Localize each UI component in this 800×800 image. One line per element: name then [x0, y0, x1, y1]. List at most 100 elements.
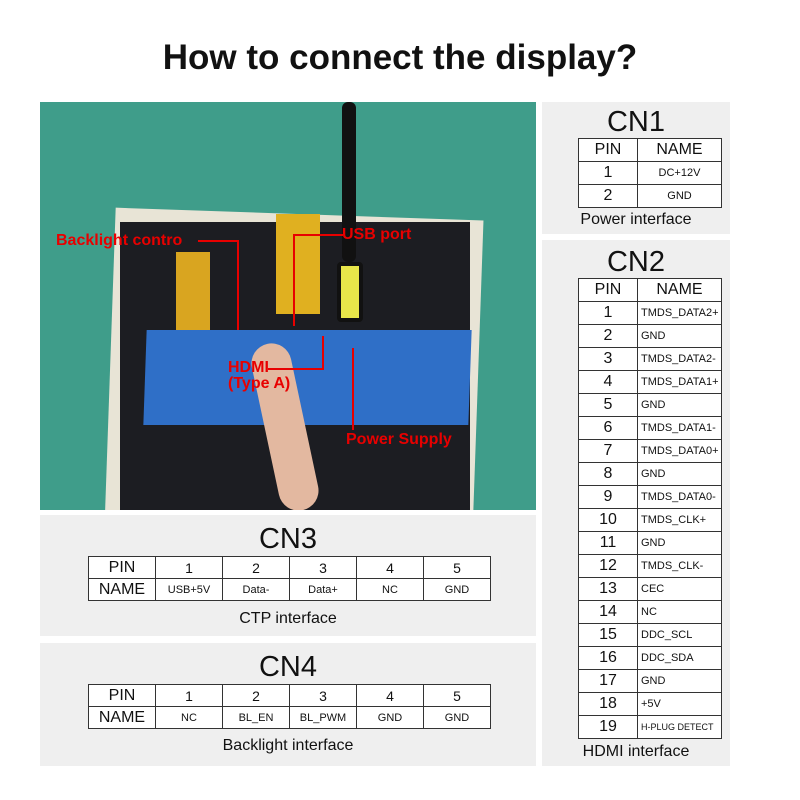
hdmi-plug — [337, 262, 363, 322]
row-header: NAME — [88, 706, 156, 729]
cn2-title: CN2 — [606, 246, 665, 278]
row-header: PIN — [88, 684, 156, 707]
pin: 1 — [578, 301, 638, 325]
pin: 12 — [578, 554, 638, 578]
pin: 4 — [578, 370, 638, 394]
cn1-caption: Power interface — [580, 211, 692, 228]
pin-name: GND — [356, 706, 424, 729]
row-header: PIN — [88, 556, 156, 579]
pin: 2 — [222, 684, 290, 707]
display-connection-photo: Backlight contro USB port HDMI(Type A) P… — [40, 102, 536, 510]
pin: 1 — [578, 161, 638, 185]
cn3-caption: CTP interface — [239, 610, 337, 627]
pin-name: DC+12V — [637, 161, 722, 185]
label-usb-port: USB port — [342, 226, 412, 243]
label-hdmi-line2: (Type A) — [228, 375, 291, 392]
pin-name: GND — [637, 184, 722, 208]
pin: 14 — [578, 600, 638, 624]
pin-name: TMDS_DATA0+ — [637, 439, 722, 463]
pin-name: GND — [637, 669, 722, 693]
page-title: How to connect the display? — [162, 38, 638, 77]
pin-name: GND — [637, 462, 722, 486]
pin: 18 — [578, 692, 638, 716]
pin-name: GND — [423, 578, 491, 601]
pin-name: BL_EN — [222, 706, 290, 729]
pin: 15 — [578, 623, 638, 647]
touch-fpc — [276, 214, 320, 314]
hdmi-cable — [342, 102, 356, 262]
label-hdmi-line1: HDMI — [228, 359, 269, 376]
label-hdmi: HDMI(Type A) — [228, 360, 290, 392]
pin: 5 — [423, 556, 491, 579]
pin: 10 — [578, 508, 638, 532]
pin-name: NC — [637, 600, 722, 624]
pin: 2 — [578, 184, 638, 208]
pin: 13 — [578, 577, 638, 601]
pin-name: TMDS_CLK- — [637, 554, 722, 578]
header-pin: PIN — [578, 138, 638, 162]
header-name: NAME — [637, 278, 722, 302]
pin-name: NC — [155, 706, 223, 729]
pin: 17 — [578, 669, 638, 693]
pin: 11 — [578, 531, 638, 555]
fpc-cable — [176, 252, 210, 332]
pin: 9 — [578, 485, 638, 509]
pin: 3 — [289, 556, 357, 579]
pin: 2 — [222, 556, 290, 579]
pin-name: DDC_SCL — [637, 623, 722, 647]
pin-name: Data+ — [289, 578, 357, 601]
pin: 5 — [578, 393, 638, 417]
pin: 4 — [356, 684, 424, 707]
pin-name: TMDS_DATA1+ — [637, 370, 722, 394]
cn1-title: CN1 — [606, 106, 665, 138]
row-header: NAME — [88, 578, 156, 601]
pin-name: +5V — [637, 692, 722, 716]
cn2-caption: HDMI interface — [582, 743, 690, 760]
pin: 7 — [578, 439, 638, 463]
pin-name: GND — [637, 393, 722, 417]
pin-name: BL_PWM — [289, 706, 357, 729]
cn4-caption: Backlight interface — [222, 737, 354, 754]
header-name: NAME — [637, 138, 722, 162]
pin: 3 — [578, 347, 638, 371]
pin: 5 — [423, 684, 491, 707]
pin-name: TMDS_DATA2- — [637, 347, 722, 371]
pin-name: GND — [637, 324, 722, 348]
pin-name: DDC_SDA — [637, 646, 722, 670]
pin: 8 — [578, 462, 638, 486]
pin-name: GND — [637, 531, 722, 555]
pin-name: TMDS_DATA1- — [637, 416, 722, 440]
cn3-title: CN3 — [258, 523, 317, 555]
cn4-title: CN4 — [258, 651, 317, 683]
pin: 1 — [155, 684, 223, 707]
pin: 2 — [578, 324, 638, 348]
pin-name: TMDS_DATA2+ — [637, 301, 722, 325]
pin: 3 — [289, 684, 357, 707]
pin-name: CEC — [637, 577, 722, 601]
pin-name: H-PLUG DETECT — [637, 715, 722, 739]
